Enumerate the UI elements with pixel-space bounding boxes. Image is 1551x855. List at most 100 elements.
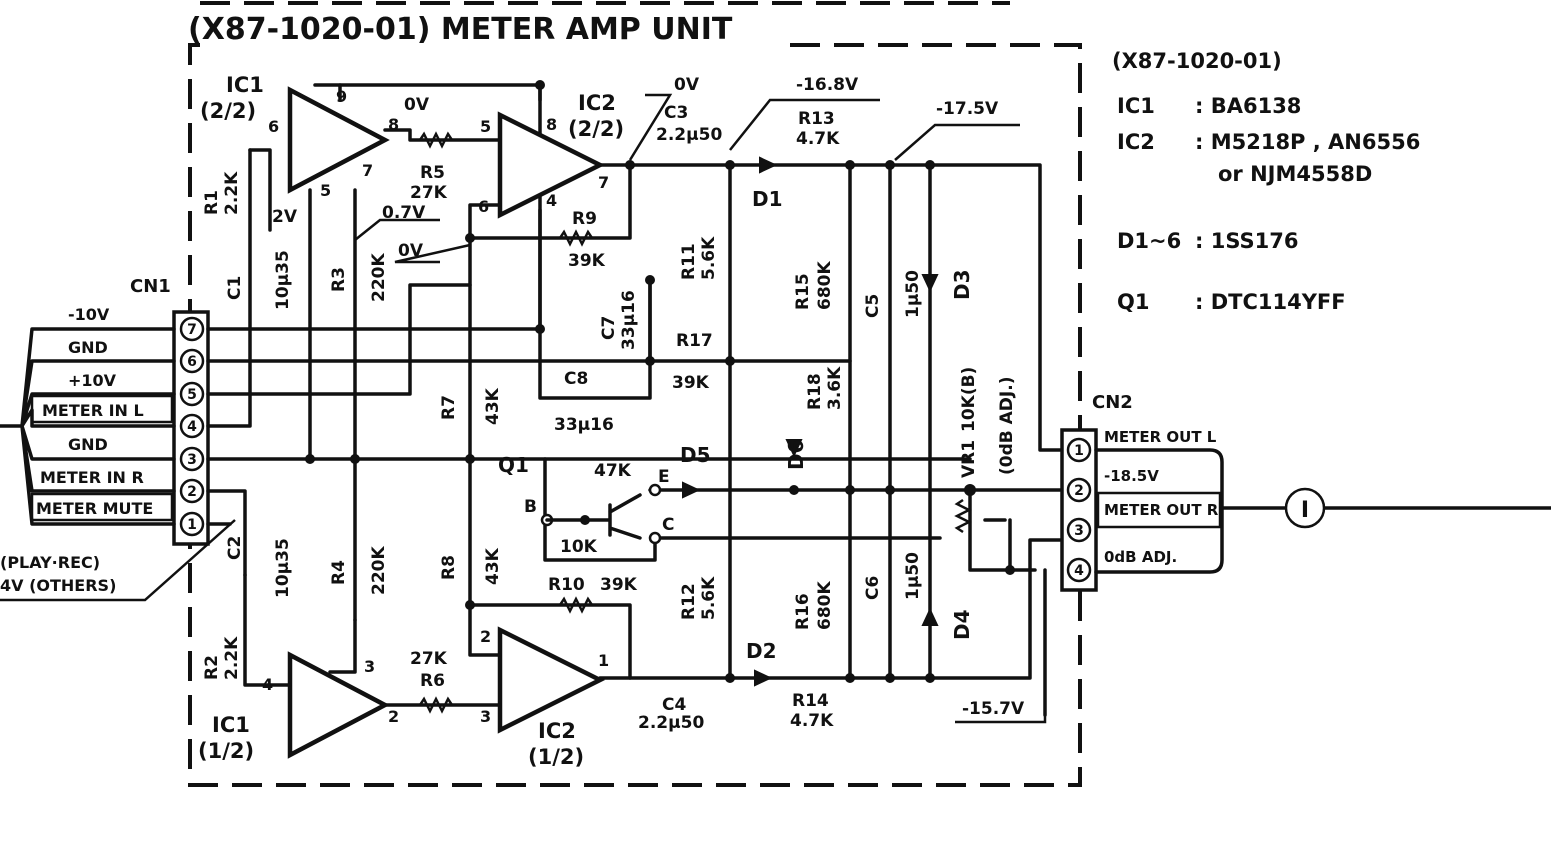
wire-pin5-pos10v	[206, 283, 472, 396]
r8-value: 43K	[483, 547, 503, 585]
c1-value: 10µ35	[273, 250, 293, 310]
r15-value: 680K	[815, 261, 835, 310]
r15-ref: R15	[793, 273, 813, 310]
pin-num: 3	[364, 657, 375, 676]
wire-top-rail-stubs	[338, 83, 542, 102]
r6-ref: R6	[420, 671, 445, 691]
cn2-pin4	[1066, 557, 1092, 583]
vr1-value: 10K(B)	[959, 367, 979, 432]
cn1-name-pin2: METER IN R	[40, 468, 144, 487]
parts-ref-ic2: IC2	[1117, 130, 1155, 154]
ic1a-label: IC1	[226, 73, 264, 97]
parts-value-diodes: : 1SS176	[1195, 229, 1298, 253]
cn1-pin7-num: 7	[187, 322, 197, 338]
d2-diode	[754, 669, 773, 687]
cn1-name-pin3: GND	[68, 435, 108, 454]
r1-ref: R1	[202, 190, 222, 215]
r11-ref: R11	[679, 243, 699, 280]
pin-num: 6	[268, 117, 279, 136]
c7-ref: C7	[599, 316, 619, 340]
ic2b-label: IC2	[538, 719, 576, 743]
r12-value: 5.6K	[699, 576, 719, 620]
cn1-meter-mute-box	[30, 492, 174, 522]
cn2-label: CN2	[1092, 392, 1133, 413]
r8-ref: R8	[439, 555, 459, 580]
pin-num: 6	[478, 197, 489, 216]
wire-pin2-meter-in-r	[206, 489, 247, 577]
r10-value: 39K	[600, 575, 638, 595]
vr1-resistor	[954, 498, 972, 534]
r4-value: 220K	[369, 546, 389, 595]
r4-ref: R4	[329, 560, 349, 585]
c5-value: 1µ50	[903, 270, 923, 318]
parts-value-q1: : DTC114YFF	[1195, 290, 1346, 314]
c6-value: 1µ50	[903, 552, 923, 600]
c4-value: 2.2µ50	[638, 713, 704, 733]
parts-list: (X87-1020-01) IC1 : BA6138 IC2 : M5218P …	[1112, 49, 1420, 314]
vr1-note: (0dB ADJ.)	[997, 377, 1017, 475]
r3-value: 220K	[369, 253, 389, 302]
wire-vertical-branches	[728, 163, 932, 680]
wire-ic2a-output	[598, 163, 1062, 452]
cn2-pin3-num: 3	[1074, 523, 1084, 539]
c8-ref: C8	[564, 369, 588, 389]
r17-ref: R17	[676, 331, 713, 351]
c4-ref: C4	[662, 695, 686, 715]
cn1-pin6-num: 6	[187, 354, 197, 370]
wire-ic1a-to-ic2a	[383, 128, 502, 142]
parts-ref-ic1: IC1	[1117, 94, 1155, 118]
cn2-pin2-num: 2	[1074, 483, 1084, 499]
parts-value-ic1: : BA6138	[1195, 94, 1301, 118]
c1-ref: C1	[225, 276, 245, 300]
voltage-0v-c: 0V	[398, 241, 424, 261]
r9-value: 39K	[568, 251, 606, 271]
cn2-name-pin3: METER OUT R	[1104, 501, 1219, 519]
cn1-pin2-num: 2	[187, 484, 197, 500]
cn2-meter-out-r-box	[1096, 491, 1222, 529]
cn1-pin1-num: 1	[187, 517, 197, 533]
r2-ref: R2	[202, 655, 222, 680]
parts-ref-q1: Q1	[1117, 290, 1149, 314]
c2-ref: C2	[225, 536, 245, 560]
cn1-meter-in-l-box	[30, 394, 174, 424]
c2-value: 10µ35	[273, 538, 293, 598]
pin-num: 3	[480, 707, 491, 726]
cn2-pin4-num: 4	[1074, 563, 1084, 579]
c3-value: 2.2µ50	[656, 125, 722, 145]
cn1-pin7	[179, 316, 205, 342]
d1-label: D1	[752, 187, 783, 211]
c6-ref: C6	[863, 576, 883, 600]
pin-num: 1	[598, 651, 609, 670]
cn1-name-pin5: +10V	[68, 371, 117, 390]
q1-emitter-terminal	[648, 483, 662, 497]
ic2a-label: IC2	[578, 91, 616, 115]
wire-ic2a-inv	[468, 203, 502, 240]
leader-07v	[354, 218, 440, 241]
cn1-pin3-num: 3	[187, 452, 197, 468]
r2-value: 2.2K	[222, 636, 242, 680]
cn1-pin5-num: 5	[187, 387, 197, 403]
unit-boundary	[188, 43, 1082, 787]
c7-value: 33µ16	[619, 290, 639, 350]
leader-0v-b	[628, 93, 673, 161]
voltage-0v-a: 0V	[404, 95, 430, 115]
ic2b-opamp	[497, 626, 606, 734]
parts-value-ic2: : M5218P , AN6556	[1195, 130, 1420, 154]
r11-value: 5.6K	[699, 236, 719, 280]
r5-ref: R5	[420, 163, 445, 183]
c5-ref: C5	[863, 294, 883, 318]
r7-value: 43K	[483, 387, 503, 425]
cn1-pin6	[179, 348, 205, 374]
pin-num: 4	[546, 191, 557, 210]
cn2-pin1	[1066, 437, 1092, 463]
leader-168v	[729, 98, 880, 151]
r18-value: 3.6K	[825, 366, 845, 410]
vr1-ref: VR1	[959, 440, 979, 478]
parts-list-header: (X87-1020-01)	[1112, 49, 1282, 73]
c8-value: 33µ16	[554, 415, 614, 435]
r14-value: 4.7K	[790, 711, 834, 731]
pin-num: 5	[480, 117, 491, 136]
ic1b-opamp	[287, 651, 390, 759]
c3-ref: C3	[664, 103, 688, 123]
q1-r2: 10K	[560, 537, 598, 557]
